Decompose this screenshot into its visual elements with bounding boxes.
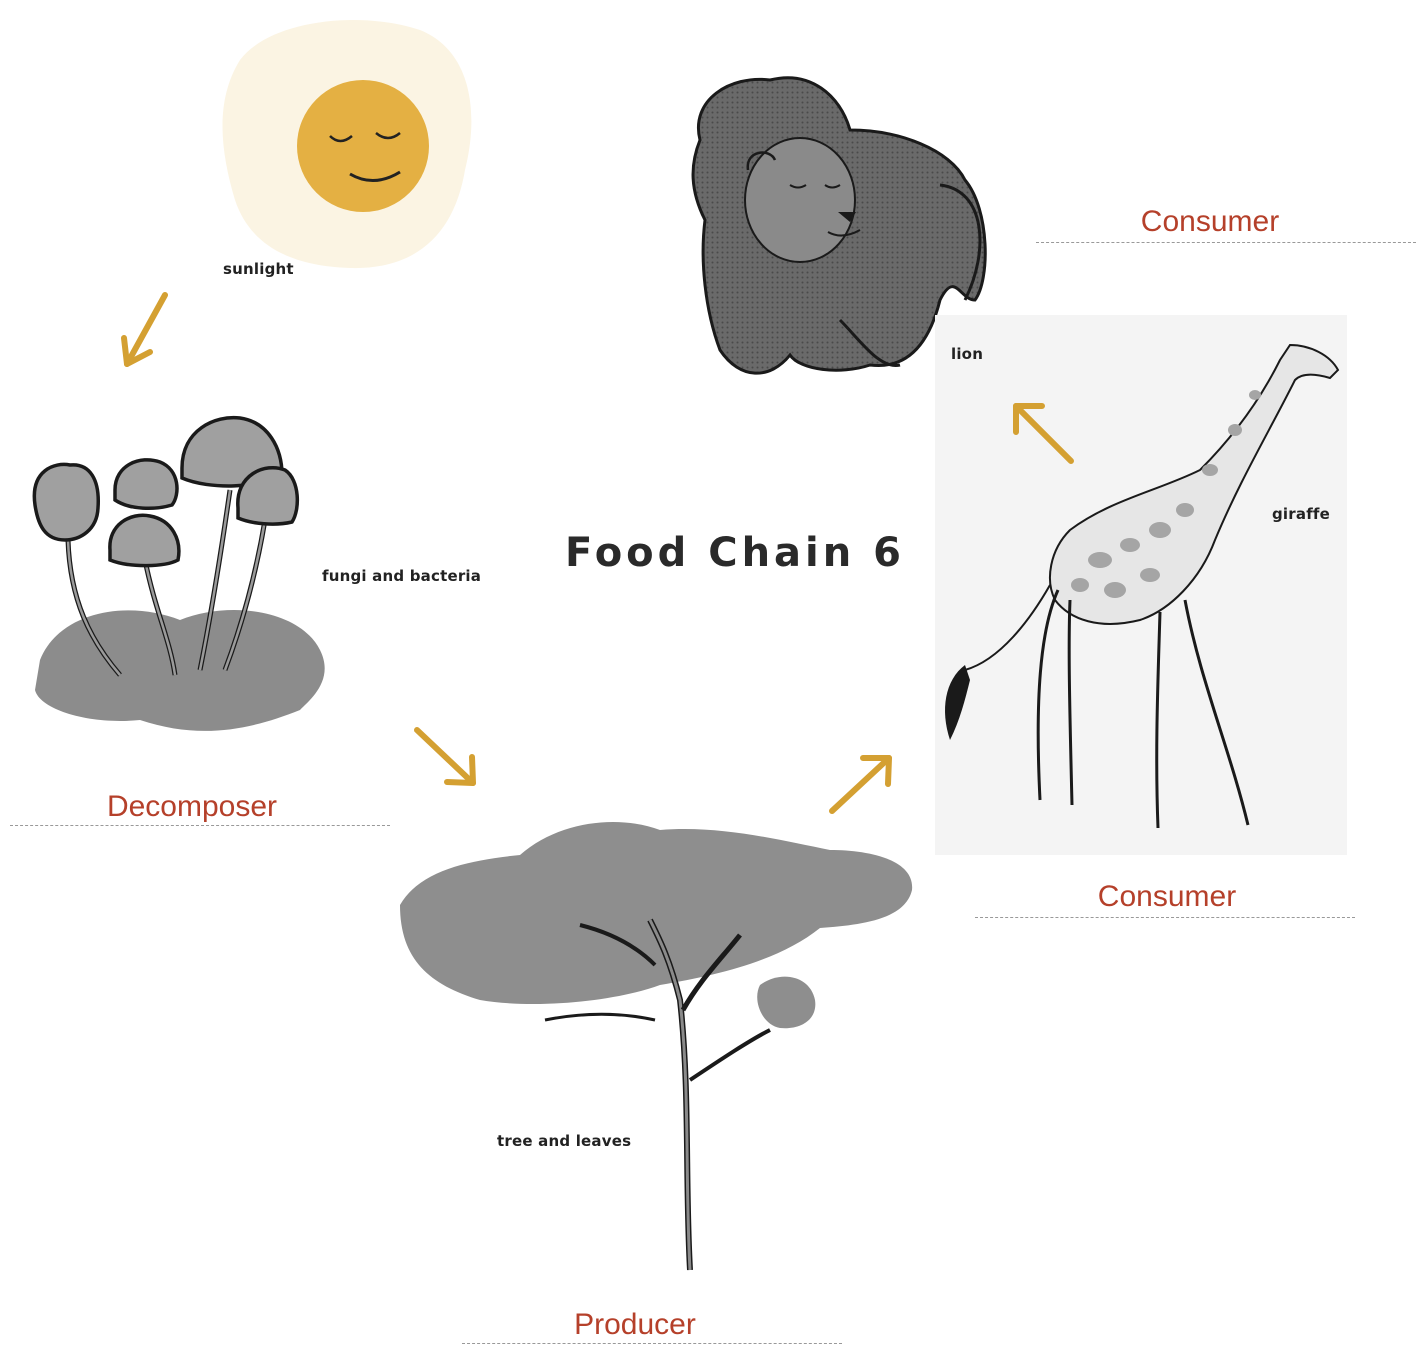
underline-giraffe-role — [975, 917, 1355, 918]
underline-lion-role — [1036, 242, 1416, 243]
sunlight-label: sunlight — [223, 260, 294, 278]
sun-icon — [223, 20, 472, 268]
arrow-fungi-to-tree — [417, 730, 473, 783]
role-label-tree: Producer — [530, 1308, 740, 1342]
fungi-label: fungi and bacteria — [322, 567, 481, 585]
role-label-lion: Consumer — [1105, 205, 1315, 239]
diagram-title: Food Chain 6 — [565, 530, 905, 576]
tree-icon — [400, 822, 912, 1270]
giraffe-icon — [935, 315, 1347, 855]
underline-fungi-role — [10, 825, 390, 826]
role-label-fungi: Decomposer — [62, 790, 322, 824]
arrow-tree-to-giraffe — [832, 758, 889, 811]
role-label-giraffe: Consumer — [1062, 880, 1272, 914]
lion-label: lion — [951, 345, 983, 363]
underline-tree-role — [462, 1343, 842, 1344]
fungi-icon — [34, 418, 324, 731]
arrow-sun-to-fungi — [124, 295, 165, 364]
tree-label: tree and leaves — [497, 1132, 631, 1150]
giraffe-label: giraffe — [1272, 505, 1330, 523]
